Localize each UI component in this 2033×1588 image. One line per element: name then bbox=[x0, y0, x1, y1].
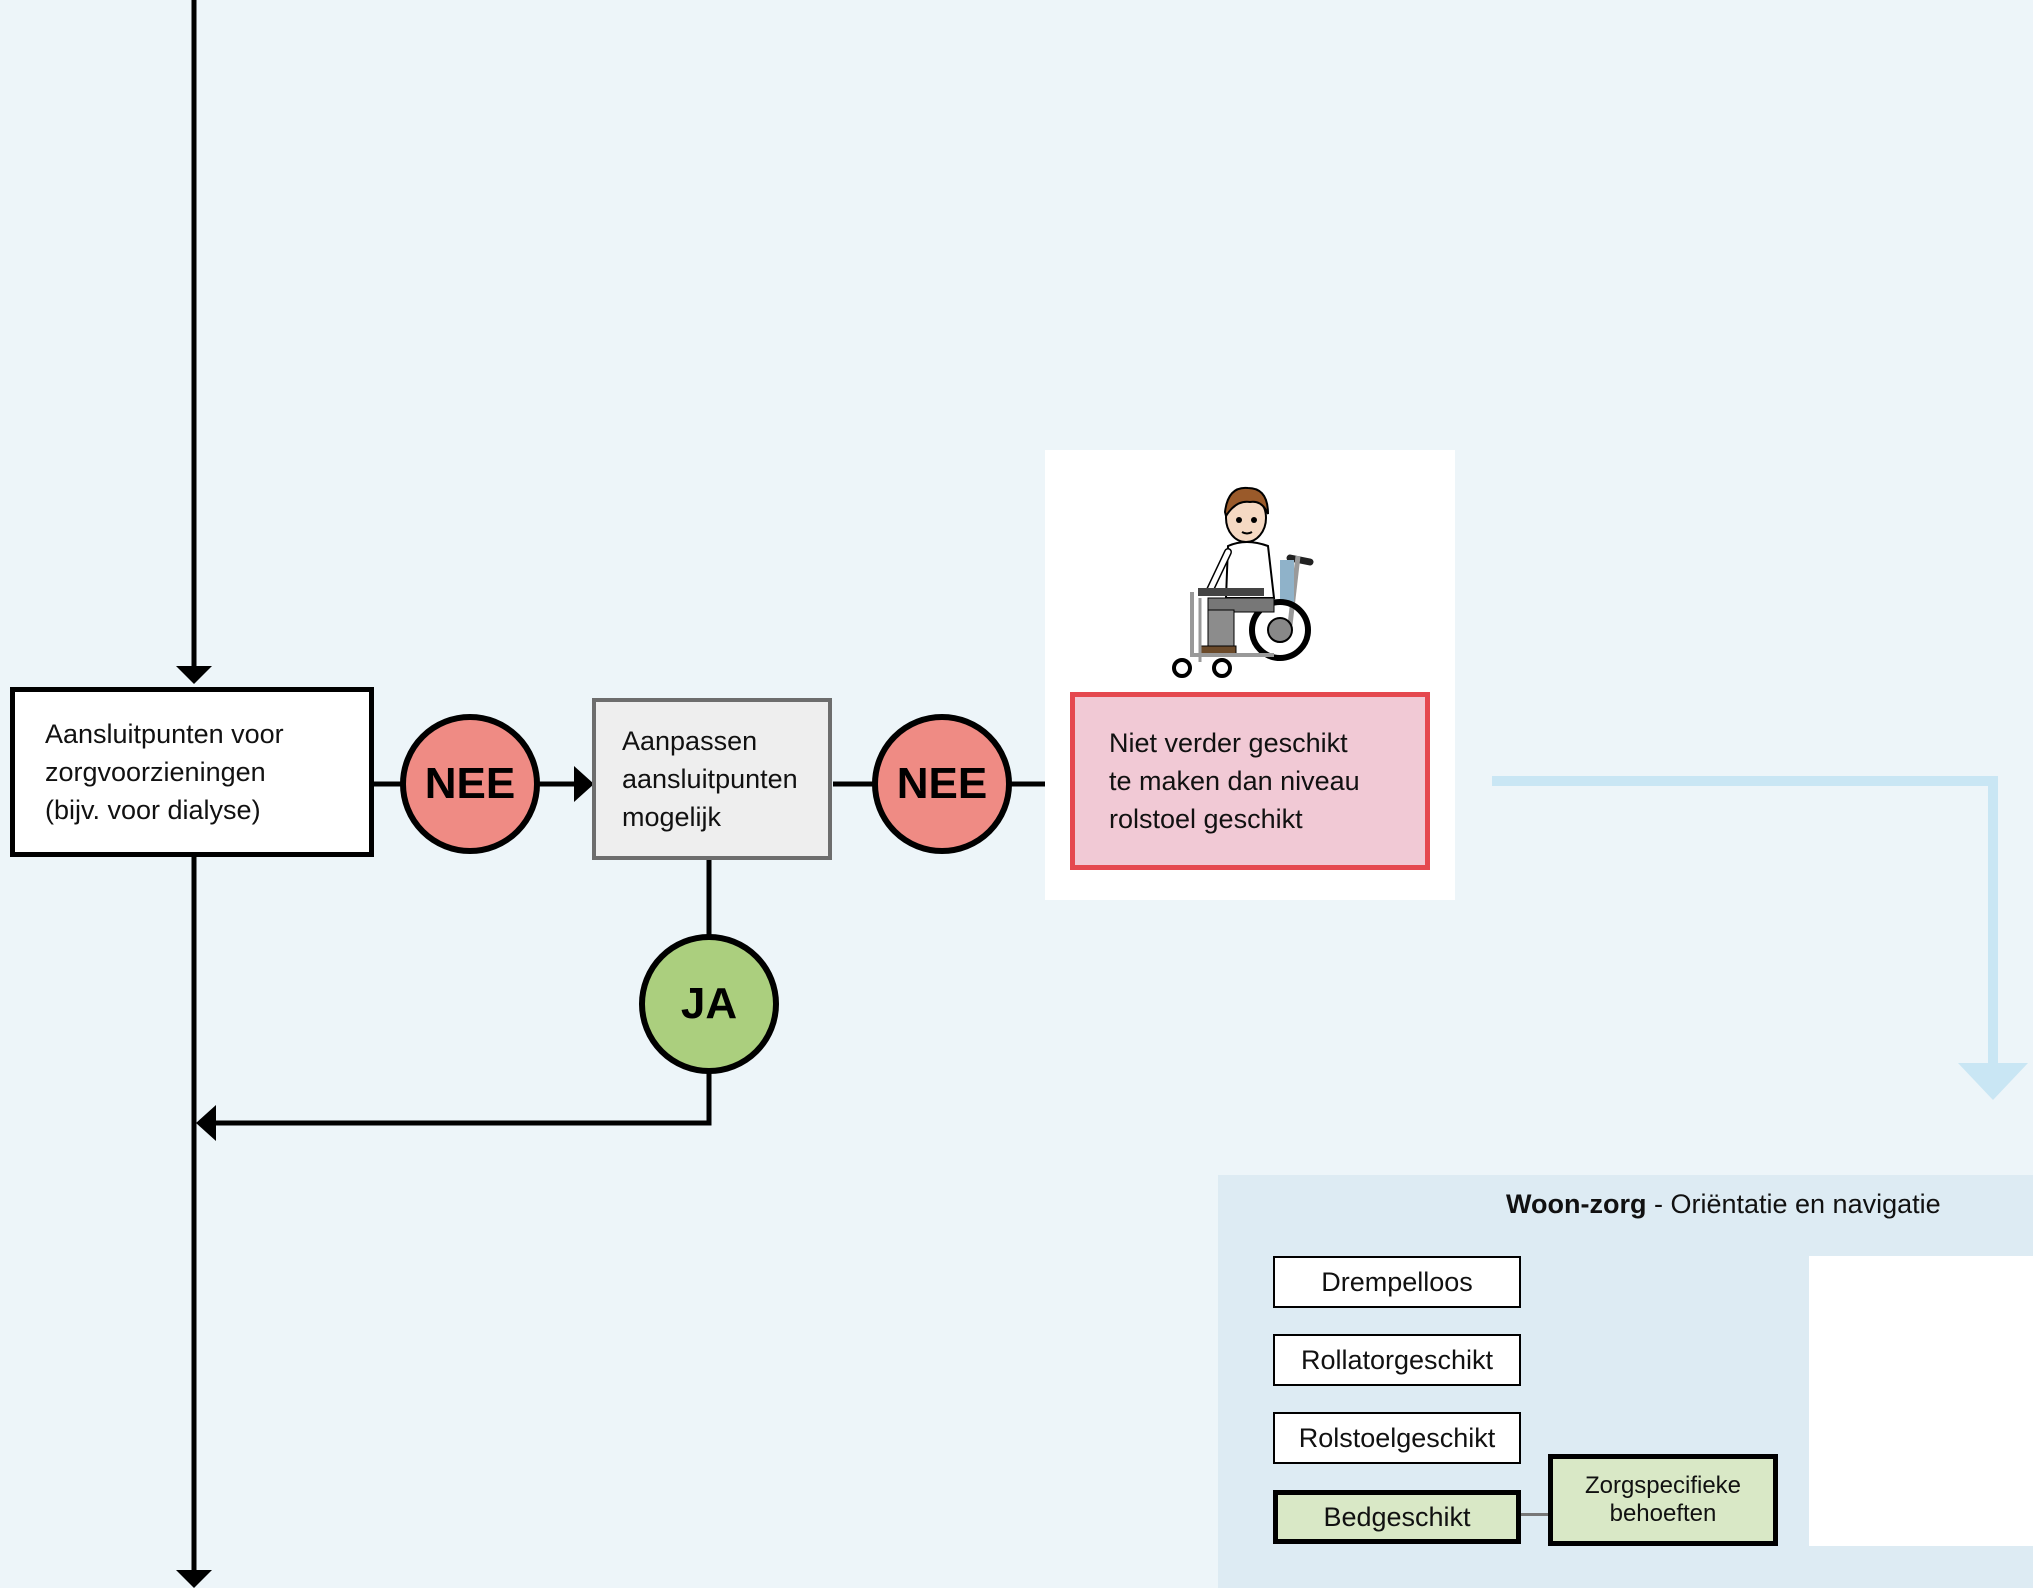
result-box-label: Niet verder geschikt te maken dan niveau… bbox=[1109, 728, 1360, 834]
return-line bbox=[214, 1072, 712, 1126]
light-connector bbox=[1492, 776, 1998, 1068]
arrow-down-icon bbox=[176, 666, 212, 684]
wheelchair-user-icon bbox=[1172, 486, 1314, 678]
box-aansluitpunten: Aansluitpunten voor zorgvoorzieningen (b… bbox=[10, 687, 374, 857]
side-box-connector bbox=[1521, 1513, 1549, 1516]
panel-title: Woon-zorg - Oriëntatie en navigatie bbox=[1506, 1189, 1941, 1220]
woon-zorg-panel: Woon-zorg - Oriëntatie en navigatie Drem… bbox=[1218, 1175, 2033, 1588]
zorgspecifieke-behoeften-label: Zorgspecifieke behoeften bbox=[1584, 1472, 1742, 1527]
box-aanpassen-label: Aanpassen aansluitpunten mogelijk bbox=[622, 726, 798, 832]
panel-title-rest: - Oriëntatie en navigatie bbox=[1646, 1189, 1941, 1219]
decision-nee-2: NEE bbox=[872, 714, 1012, 854]
panel-title-bold: Woon-zorg bbox=[1506, 1189, 1647, 1219]
decision-nee-1-label: NEE bbox=[424, 759, 516, 808]
box-aansluitpunten-label: Aansluitpunten voor zorgvoorzieningen (b… bbox=[45, 719, 284, 825]
decision-nee-2-label: NEE bbox=[896, 759, 988, 808]
level-drempelloos[interactable]: Drempelloos bbox=[1273, 1256, 1521, 1308]
decision-nee-1: NEE bbox=[400, 714, 540, 854]
result-box: Niet verder geschikt te maken dan niveau… bbox=[1070, 692, 1430, 870]
level-rollatorgeschikt[interactable]: Rollatorgeschikt bbox=[1273, 1334, 1521, 1386]
zorgspecifieke-behoeften-box[interactable]: Zorgspecifieke behoeften bbox=[1548, 1454, 1778, 1546]
arrow-down-icon bbox=[1958, 1063, 2028, 1100]
result-card: Niet verder geschikt te maken dan niveau… bbox=[1045, 450, 1455, 900]
decision-ja: JA bbox=[639, 934, 779, 1074]
box-aanpassen-aansluitpunten: Aanpassen aansluitpunten mogelijk bbox=[592, 698, 832, 860]
panel-white-area bbox=[1809, 1256, 2033, 1546]
level-bedgeschikt[interactable]: Bedgeschikt bbox=[1273, 1490, 1521, 1544]
arrow-right-icon bbox=[574, 766, 594, 802]
arrow-down-icon bbox=[176, 1570, 212, 1588]
decision-ja-label: JA bbox=[680, 979, 738, 1028]
arrow-left-icon bbox=[196, 1105, 216, 1141]
level-rolstoelgeschikt[interactable]: Rolstoelgeschikt bbox=[1273, 1412, 1521, 1464]
